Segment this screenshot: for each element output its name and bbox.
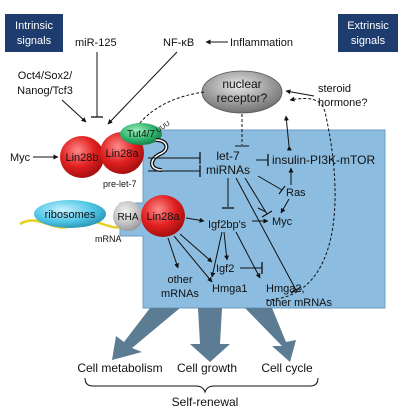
tut47-label: Tut4/7 [127,129,155,140]
lin28a-top-label: Lin28a [105,148,139,160]
ribosomes-label: ribosomes [45,209,96,221]
hmga2-label-line2: other mRNAs [266,297,333,309]
igf2-label: Igf2 [216,263,234,275]
lin28a-bottom-label: Lin28a [146,211,180,223]
mrna-label: mRNA [95,234,122,244]
extrinsic-label-line1: Extrinsic [347,20,389,32]
cell-metabolism-label: Cell metabolism [77,361,162,375]
other-mrnas-line1: other [167,274,192,286]
igf2bps-label: Igf2bp's [208,219,247,231]
inflammation-label: Inflammation [230,37,293,49]
insulin-pi3k-mtor-label: insulin-PI3K-mTOR [272,153,375,167]
extrinsic-label-line2: signals [351,35,386,47]
oct4-label-line2: Nanog/Tcf3 [17,85,73,97]
let7-label-line2: miRNAs [206,163,250,177]
steroid-label-line2: hormone? [318,97,368,109]
steroid-label-line1: steroid [318,83,351,95]
nuclear-receptor: nuclear receptor? [201,70,283,114]
nfkb-label: NF-κB [163,37,194,49]
outcome-arrows [112,308,296,362]
pre-let7-label: pre-let-7 [103,179,137,189]
arrow-to-cell-metabolism [112,308,180,360]
hmga1-label: Hmga1 [212,283,247,295]
nuclear-receptor-line1: nuclear [222,77,261,91]
intrinsic-label-line2: signals [17,35,52,47]
lin28a-protein-bottom: Lin28a [141,195,185,237]
intrinsic-label-line1: Intrinsic [15,20,53,32]
extrinsic-signals-box: Extrinsic signals [338,14,398,52]
other-mrnas-line2: mRNAs [161,288,199,300]
cell-growth-label: Cell growth [177,361,237,375]
lin28b-label: Lin28b [65,152,98,164]
lin28b-protein: Lin28b [60,136,104,178]
myc-right-label: Myc [272,216,293,228]
rha-label: RHA [117,212,138,223]
let7-label-line1: let-7 [216,149,240,163]
ras-label: Ras [286,187,306,199]
mir125-label: miR-125 [75,37,117,49]
hmga2-label-line1: Hmga2, [266,283,305,295]
cell-cycle-label: Cell cycle [261,361,313,375]
tut47-enzyme: Tut4/7 [120,123,162,145]
arrow-to-cell-growth [190,308,230,362]
ribosome: ribosomes [34,200,106,228]
self-renewal-label: Self-renewal [172,395,239,409]
rha-helicase: RHA [113,201,143,231]
myc-left-label: Myc [10,152,31,164]
self-renewal-brace [84,377,319,394]
intrinsic-signals-box: Intrinsic signals [5,14,63,52]
nuclear-receptor-line2: receptor? [217,91,268,105]
oct4-label-line1: Oct4/Sox2/ [18,70,73,82]
arrow-to-cell-cycle [245,308,296,362]
